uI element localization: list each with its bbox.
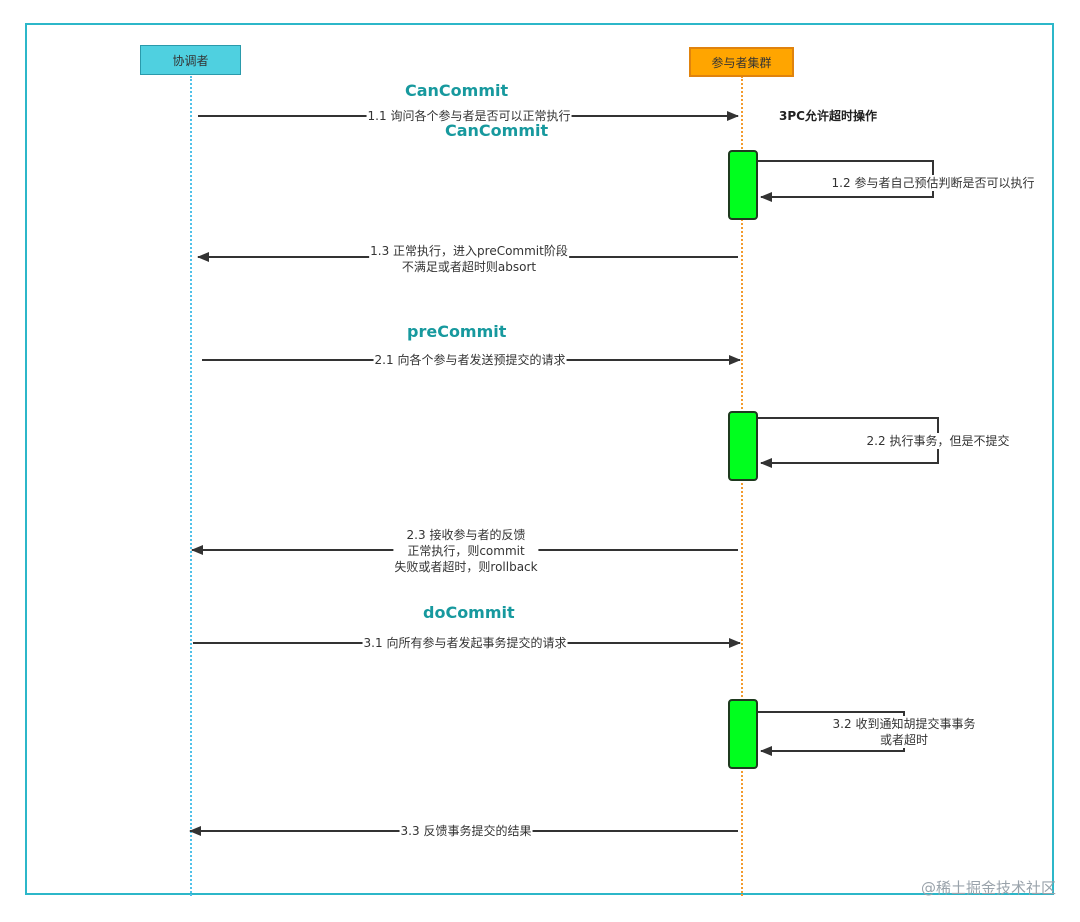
coordinator-lifeline [190,76,192,896]
message-1-3-label: 1.3 正常执行，进入preCommit阶段 不满足或者超时则absort [369,243,569,275]
message-3-1-label: 3.1 向所有参与者发起事务提交的请求 [362,635,568,651]
message-1-1-text: 1.1 询问各个参与者是否可以正常执行 [367,109,571,123]
activation-bar-2 [728,411,758,481]
message-1-3-line-1: 1.3 正常执行，进入preCommit阶段 [370,244,568,258]
message-2-1-label: 2.1 向各个参与者发送预提交的请求 [373,352,567,368]
actor-coordinator: 协调者 [140,45,241,75]
message-2-3-line-2: 正常执行，则commit [407,544,525,558]
watermark: @稀土掘金技术社区 [920,879,1056,897]
diagram-frame [25,23,1054,895]
phase-title-precommit: preCommit [407,322,507,341]
message-1-2-text: 1.2 参与者自己预估判断是否可以执行 [831,176,1035,190]
phase-title-cancommit-repeat: CanCommit [445,121,549,140]
message-3-2-line-1: 3.2 收到通知胡提交事事务 [832,717,976,731]
message-3-2-label: 3.2 收到通知胡提交事事务 或者超时 [831,716,977,748]
message-3-3-label: 3.3 反馈事务提交的结果 [399,823,533,839]
message-3-2-line-2: 或者超时 [879,733,928,747]
timeout-note: 3PC允许超时操作 [779,109,877,123]
phase-title-docommit: doCommit [423,603,515,622]
message-1-2-label: 1.2 参与者自己预估判断是否可以执行 [830,175,1036,191]
message-2-3-line-3: 失败或者超时，则rollback [394,560,538,574]
message-3-3-text: 3.3 反馈事务提交的结果 [400,824,532,838]
activation-bar-1 [728,150,758,220]
activation-bar-3 [728,699,758,769]
message-2-3-line-1: 2.3 接收参与者的反馈 [406,528,526,542]
message-2-2-label: 2.2 执行事务，但是不提交 [865,433,1011,449]
actor-participant-cluster: 参与者集群 [689,47,794,77]
message-2-2-text: 2.2 执行事务，但是不提交 [866,434,1010,448]
cluster-lifeline [741,76,743,896]
message-3-1-text: 3.1 向所有参与者发起事务提交的请求 [363,636,567,650]
actor-cluster-label: 参与者集群 [711,55,772,70]
actor-coordinator-label: 协调者 [172,53,209,68]
message-2-1-text: 2.1 向各个参与者发送预提交的请求 [374,353,566,367]
phase-title-cancommit: CanCommit [405,81,509,100]
message-1-1-label: 1.1 询问各个参与者是否可以正常执行 [366,108,572,124]
message-1-3-line-2: 不满足或者超时则absort [401,260,537,274]
message-2-3-label: 2.3 接收参与者的反馈 正常执行，则commit 失败或者超时，则rollba… [393,527,539,575]
